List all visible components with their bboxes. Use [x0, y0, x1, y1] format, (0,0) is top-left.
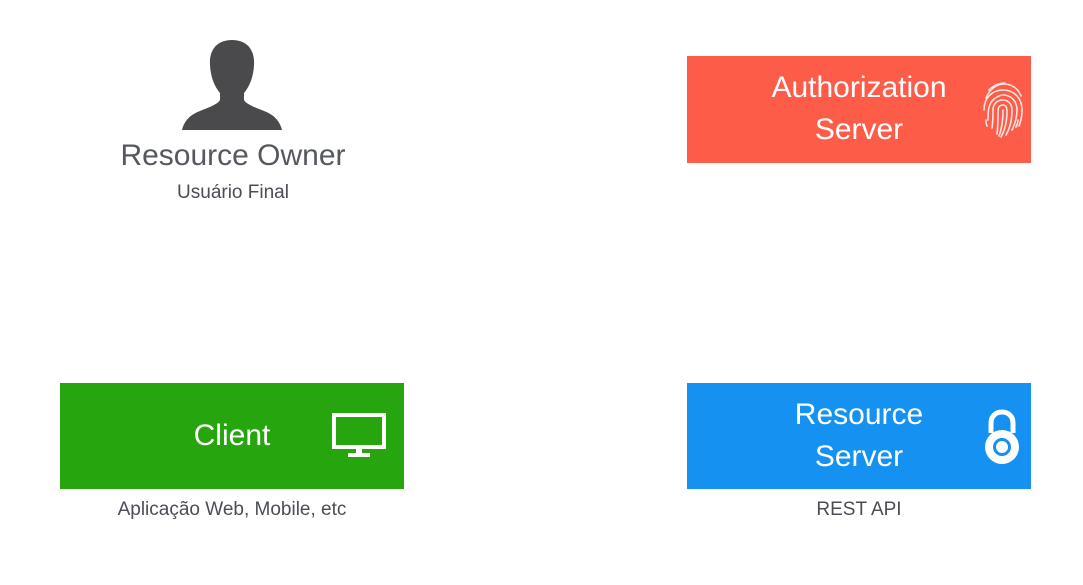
resource-server-label-line2: Server	[814, 440, 904, 473]
resource-owner-subtitle: Usuário Final	[177, 182, 289, 203]
resource-server-label-line1: Resource	[794, 398, 924, 431]
resource-owner-title: Resource Owner	[120, 139, 346, 172]
fingerprint-icon	[980, 80, 1026, 140]
authorization-server-label-line2: Server	[814, 113, 904, 146]
resource-server-box: Resource Server	[687, 383, 1031, 489]
client-caption: Aplicação Web, Mobile, etc	[117, 499, 347, 520]
authorization-server-box: Authorization Server	[687, 56, 1031, 163]
user-silhouette-icon	[178, 38, 286, 130]
padlock-icon	[982, 409, 1022, 467]
client-label: Client	[193, 419, 271, 452]
authorization-server-label-line1: Authorization	[771, 71, 947, 104]
resource-server-label: Resource Server	[687, 394, 1031, 478]
resource-server-caption: REST API	[816, 499, 902, 520]
authorization-server-label: Authorization Server	[687, 67, 1031, 151]
monitor-icon	[331, 412, 387, 460]
client-box: Client	[60, 383, 404, 489]
